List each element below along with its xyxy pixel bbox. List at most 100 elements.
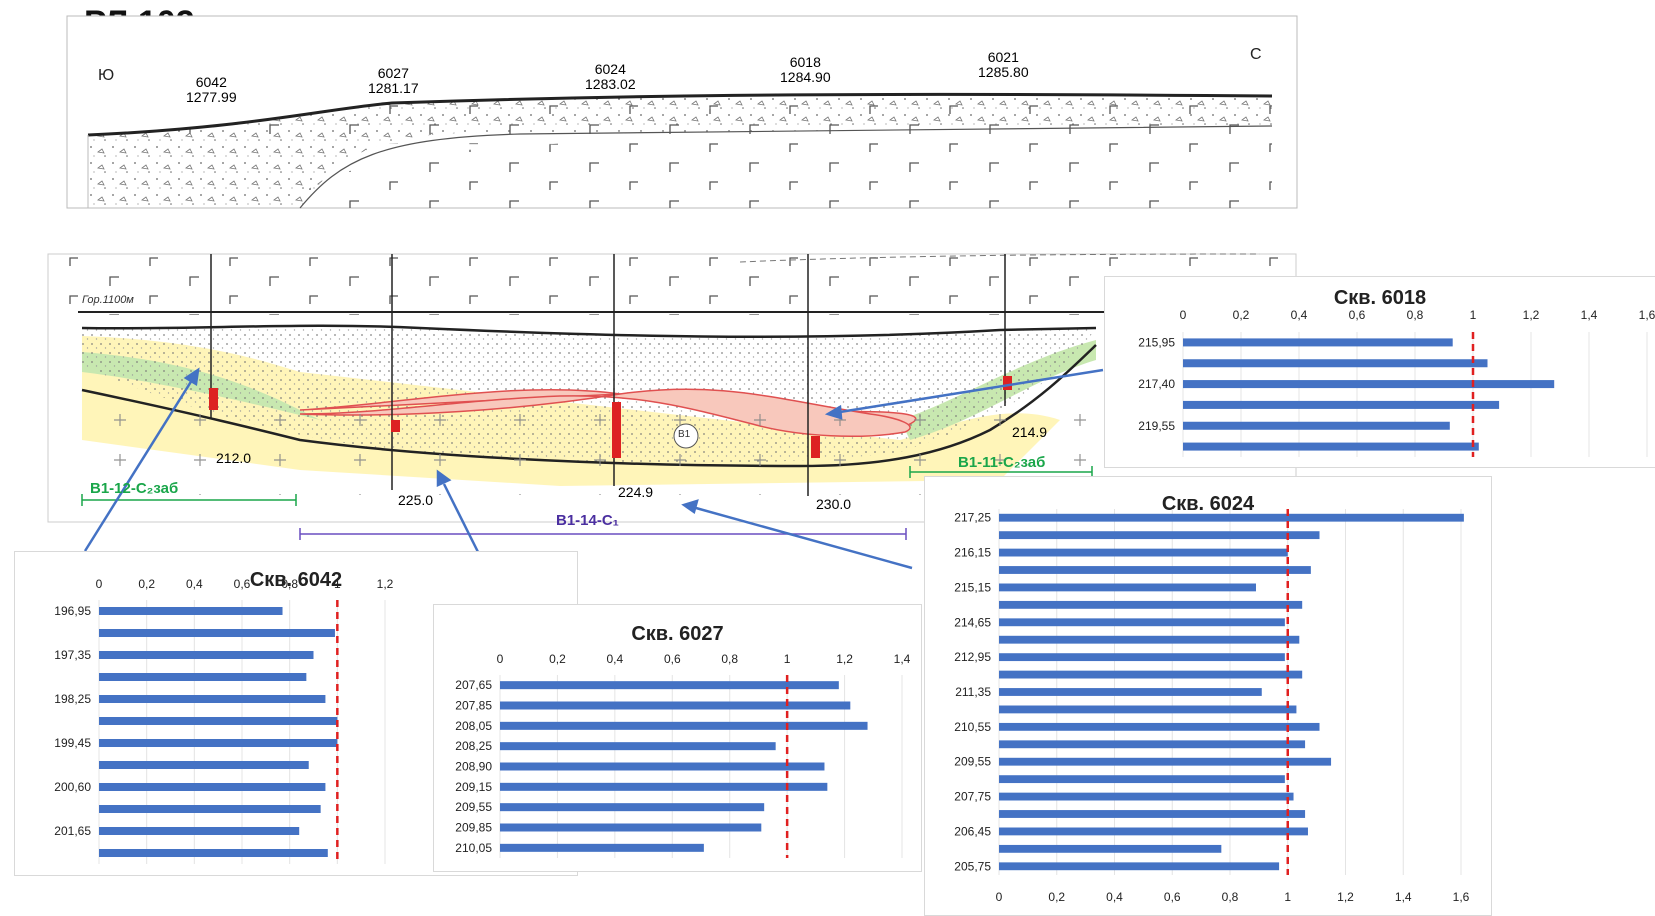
bar	[999, 862, 1280, 871]
y-tick-label: 197,35	[54, 648, 91, 662]
bar	[99, 673, 307, 681]
bar	[999, 513, 1464, 522]
well-id: 6024	[594, 61, 626, 77]
well-label-6021: 6021 1285.80	[978, 50, 1029, 80]
x-tick-label: 0,6	[664, 652, 681, 666]
bar	[999, 531, 1320, 540]
bar	[999, 583, 1256, 592]
bar	[99, 695, 326, 703]
y-tick-label: 201,65	[54, 824, 91, 838]
x-tick-label: 1	[334, 577, 341, 591]
bar	[1183, 421, 1450, 430]
well-id: 6018	[789, 54, 821, 70]
well-elevation: 1281.17	[368, 80, 419, 96]
bar	[999, 810, 1306, 818]
well-label-6024: 6024 1283.02	[585, 62, 636, 92]
bar	[99, 827, 300, 835]
y-tick-label: 217,40	[1138, 377, 1175, 391]
bar	[99, 607, 283, 615]
zone-label-b1-12: В1-12-С₂заб	[90, 480, 179, 497]
x-tick-label: 0,2	[138, 577, 155, 591]
chart-title: Скв. 6024	[1161, 493, 1255, 515]
well-elevation: 1283.02	[585, 76, 636, 92]
y-tick-label: 208,90	[455, 760, 492, 774]
bar	[99, 629, 335, 637]
x-tick-label: 0,8	[281, 577, 298, 591]
y-tick-label: 216,15	[954, 546, 991, 560]
x-tick-label: 0,2	[1233, 308, 1250, 322]
bar	[99, 761, 309, 769]
y-tick-label: 209,85	[455, 821, 492, 835]
y-tick-label: 211,35	[955, 685, 991, 699]
x-tick-label: 1	[1284, 890, 1291, 904]
x-tick-label: 0,8	[1222, 890, 1239, 904]
y-tick-label: 215,15	[954, 580, 991, 594]
x-tick-label: 0,4	[1106, 890, 1123, 904]
bar	[1183, 400, 1500, 409]
y-tick-label: 199,45	[54, 736, 91, 750]
bar	[99, 651, 314, 659]
x-tick-label: 0,6	[1164, 890, 1181, 904]
y-tick-label: 209,55	[455, 800, 492, 814]
well-id: 6027	[377, 65, 409, 81]
y-tick-label: 205,75	[954, 859, 991, 873]
bar	[1183, 359, 1488, 368]
depth-label-6018: 230.0	[816, 496, 852, 512]
bar	[500, 721, 868, 730]
x-tick-label: 1,2	[1337, 890, 1354, 904]
x-tick-label: 1	[784, 652, 791, 666]
bar	[999, 688, 1262, 696]
x-tick-label: 1,4	[1395, 890, 1412, 904]
well-id: 6042	[195, 74, 227, 90]
y-tick-label: 219,55	[1138, 419, 1175, 433]
x-tick-label: 1,4	[1581, 308, 1598, 322]
chart-title: Скв. 6027	[631, 623, 724, 645]
bar	[999, 548, 1288, 557]
y-tick-label: 209,15	[455, 780, 492, 794]
well-label-6042: 6042 1277.99	[186, 75, 237, 105]
chart-title: Скв. 6042	[249, 569, 343, 591]
x-tick-label: 0	[1180, 308, 1187, 322]
bar	[500, 843, 704, 852]
x-tick-label: 1	[1470, 308, 1477, 322]
well-elevation: 1277.99	[186, 89, 237, 105]
depth-label-6042: 212.0	[216, 450, 252, 466]
depth-label-6021: 214.9	[1012, 424, 1048, 440]
bar	[99, 849, 328, 857]
y-tick-label: 200,60	[54, 780, 91, 794]
bar	[500, 782, 828, 791]
well-label-6018: 6018 1284.90	[780, 55, 831, 85]
x-tick-label: 0,2	[1048, 890, 1065, 904]
bar	[999, 722, 1320, 731]
bar	[99, 739, 338, 747]
bar	[99, 717, 338, 725]
zone-label-b1-14: В1-14-С₁	[556, 512, 619, 529]
chart-title: Скв. 6018	[1333, 287, 1427, 309]
lens-label: В1	[678, 429, 691, 440]
bar	[999, 653, 1285, 662]
y-tick-label: 207,65	[455, 678, 492, 692]
x-tick-label: 1,6	[1639, 308, 1655, 322]
y-tick-label: 210,05	[455, 841, 492, 855]
horizon-label: Гор.1100м	[82, 294, 134, 306]
x-tick-label: 0,6	[1349, 308, 1366, 322]
x-tick-label: 1,2	[1523, 308, 1540, 322]
bar	[999, 670, 1303, 679]
depth-label-6027: 225.0	[398, 492, 434, 508]
y-tick-label: 212,95	[954, 650, 991, 664]
x-tick-label: 0,4	[186, 577, 203, 591]
y-tick-label: 208,25	[455, 739, 492, 753]
x-tick-label: 1,2	[377, 577, 394, 591]
bar	[500, 823, 762, 832]
x-tick-label: 0,8	[1407, 308, 1424, 322]
x-tick-label: 1,2	[836, 652, 853, 666]
y-tick-label: 210,55	[954, 720, 991, 734]
bar	[99, 783, 326, 791]
y-tick-label: 198,25	[54, 692, 91, 706]
bar	[999, 844, 1222, 853]
